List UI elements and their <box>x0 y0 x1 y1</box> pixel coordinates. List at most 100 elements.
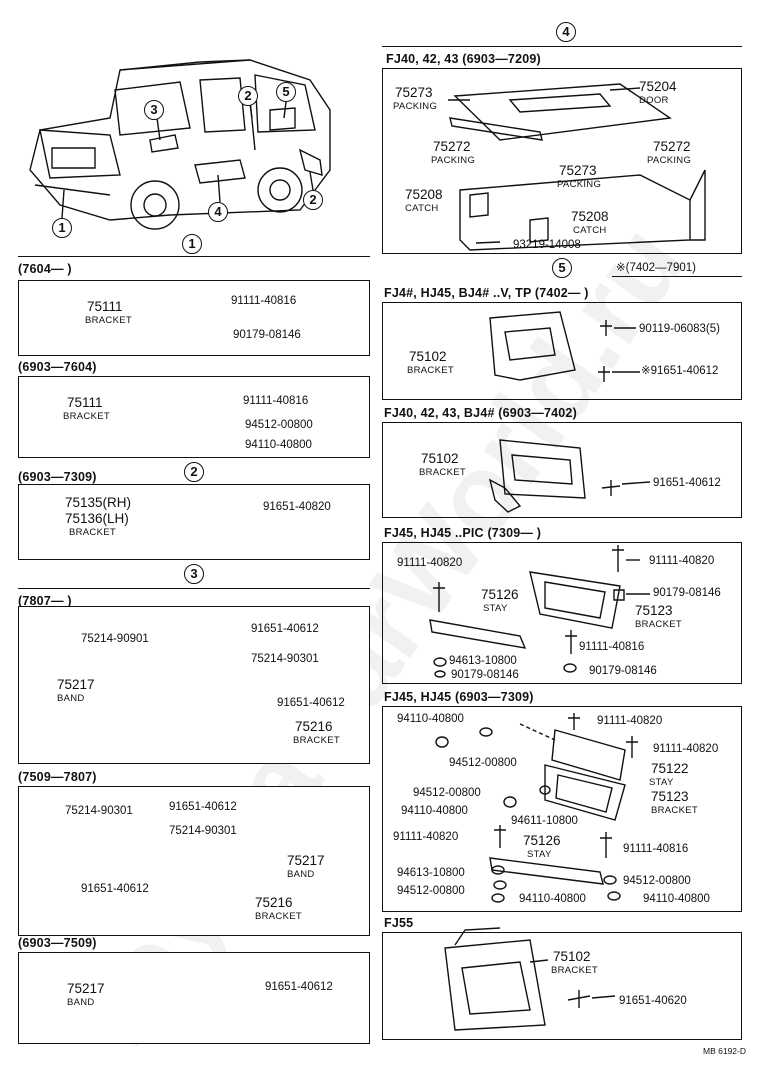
part-label: DOOR <box>639 95 669 106</box>
box4: 75214-90901 91651-40612 75214-90301 7521… <box>18 606 370 764</box>
part-number: 75111 <box>67 395 103 410</box>
part-number: 75126 <box>481 587 519 602</box>
part-number: 94512-00800 <box>413 787 481 799</box>
part-number: 75136(LH) <box>65 511 129 526</box>
part-number: 75208 <box>405 187 443 202</box>
part-label: BRACKET <box>635 619 682 630</box>
box1-header: (7604— ) <box>18 262 72 276</box>
part-label: PACKING <box>557 179 602 190</box>
part-number: 75102 <box>421 451 459 466</box>
part-number: 75214-90301 <box>65 805 133 817</box>
section-marker-4: 4 <box>556 22 576 42</box>
part-label: BRACKET <box>255 911 302 922</box>
box2-header: (6903—7604) <box>18 360 97 374</box>
part-number: 91651-40820 <box>263 501 331 513</box>
part-number: 91111-40816 <box>623 843 689 855</box>
part-number: 94611-10800 <box>511 815 578 827</box>
part-number: 94110-40800 <box>401 805 468 817</box>
box11-header: FJ45, HJ45 (6903—7309) <box>384 690 534 704</box>
part-number: 75126 <box>523 833 561 848</box>
callout-4: 4 <box>208 202 228 222</box>
part-label: PACKING <box>431 155 476 166</box>
part-label: BAND <box>287 869 315 880</box>
part-number: 75123 <box>635 603 673 618</box>
part-number: 94110-40800 <box>519 893 586 905</box>
part-label: CATCH <box>405 203 439 214</box>
box7: 75273 PACKING 75204 DOOR 75272 PACKING 7… <box>382 68 742 254</box>
box9-header: FJ40, 42, 43, BJ4# (6903—7402) <box>384 406 577 420</box>
part-number: 94613-10800 <box>397 867 465 879</box>
box6-header: (6903—7509) <box>18 936 97 950</box>
part-number: 91111-40820 <box>649 555 715 567</box>
part-label: BRACKET <box>63 411 110 422</box>
part-number: 90179-08146 <box>589 665 657 677</box>
box1: 75111 BRACKET 91111-40816 90179-08146 <box>18 280 370 356</box>
box5-header: (7509—7807) <box>18 770 97 784</box>
part-number: 91651-40612 <box>265 981 333 993</box>
part-number: 94110-40800 <box>397 713 464 725</box>
callout-3: 3 <box>144 100 164 120</box>
part-number: 75217 <box>287 853 325 868</box>
part-number: 75204 <box>639 79 677 94</box>
part-number: 75122 <box>651 761 689 776</box>
box12: 75102 BRACKET 91651-40620 <box>382 932 742 1040</box>
part-number: 75208 <box>571 209 609 224</box>
part-label: BAND <box>57 693 85 704</box>
part-number: 91651-40612 <box>81 883 149 895</box>
part-number: 91651-40612 <box>169 801 237 813</box>
part-label: STAY <box>527 849 552 860</box>
part-label: BRACKET <box>551 965 598 976</box>
part-label: CATCH <box>573 225 607 236</box>
part-number: 94110-40800 <box>643 893 710 905</box>
part-number: 90119-06083(5) <box>639 323 720 335</box>
part-number: 91651-40612 <box>251 623 319 635</box>
box4-header: (7807— ) <box>18 594 72 608</box>
part-number: 75216 <box>295 719 333 734</box>
vehicle-illustration <box>29 59 331 230</box>
section-marker-3: 3 <box>184 564 204 584</box>
part-number: 94110-40800 <box>245 439 312 451</box>
part-number: 91111-40820 <box>397 557 463 569</box>
part-number: 91111-40820 <box>653 743 719 755</box>
box9: 75102 BRACKET 91651-40612 <box>382 422 742 518</box>
part-number: 75214-90901 <box>81 633 149 645</box>
part-label: BAND <box>67 997 95 1008</box>
section5-note: ※(7402—7901) <box>616 262 696 274</box>
box10-header: FJ45, HJ45 ..PIC (7309— ) <box>384 526 542 540</box>
part-label: BRACKET <box>85 315 132 326</box>
part-number: 75217 <box>57 677 95 692</box>
part-number: 94512-00800 <box>449 757 517 769</box>
part-number: 75216 <box>255 895 293 910</box>
part-number: 91111-40820 <box>393 831 459 843</box>
box8: 90119-06083(5) 75102 BRACKET ※91651-4061… <box>382 302 742 400</box>
part-number: 94512-00800 <box>623 875 691 887</box>
part-number: ※91651-40612 <box>641 365 719 377</box>
part-number: 75272 <box>433 139 471 154</box>
part-number: 75102 <box>409 349 447 364</box>
part-number: 75111 <box>87 299 123 314</box>
part-number: 91111-40816 <box>231 295 297 307</box>
box12-header: FJ55 <box>384 916 414 930</box>
part-number: 91111-40816 <box>243 395 309 407</box>
box8-header: FJ4#, HJ45, BJ4# ..V, TP (7402— ) <box>384 286 589 300</box>
box10: 91111-40820 91111-40820 75126 STAY 90179… <box>382 542 742 684</box>
part-number: 90179-08146 <box>451 669 519 681</box>
figure-code: MB 6192-D <box>703 1046 746 1056</box>
part-number: 75273 <box>559 163 597 178</box>
part-label: BRACKET <box>69 527 116 538</box>
part-number: 94512-00800 <box>245 419 313 431</box>
part-number: 91651-40612 <box>277 697 345 709</box>
part-label: BRACKET <box>407 365 454 376</box>
box5: 75214-90301 91651-40612 75214-90301 7521… <box>18 786 370 936</box>
part-label: PACKING <box>647 155 692 166</box>
callout-1: 1 <box>52 218 72 238</box>
part-label: PACKING <box>393 101 438 112</box>
box2: 75111 BRACKET 91111-40816 94512-00800 94… <box>18 376 370 458</box>
part-number: 75273 <box>395 85 433 100</box>
section-marker-2: 2 <box>184 462 204 482</box>
box6: 75217 BAND 91651-40612 <box>18 952 370 1044</box>
part-number: 91111-40820 <box>597 715 663 727</box>
box3: 75135(RH) 75136(LH) BRACKET 91651-40820 <box>18 484 370 560</box>
part-number: 93219-14008 <box>513 239 581 251</box>
